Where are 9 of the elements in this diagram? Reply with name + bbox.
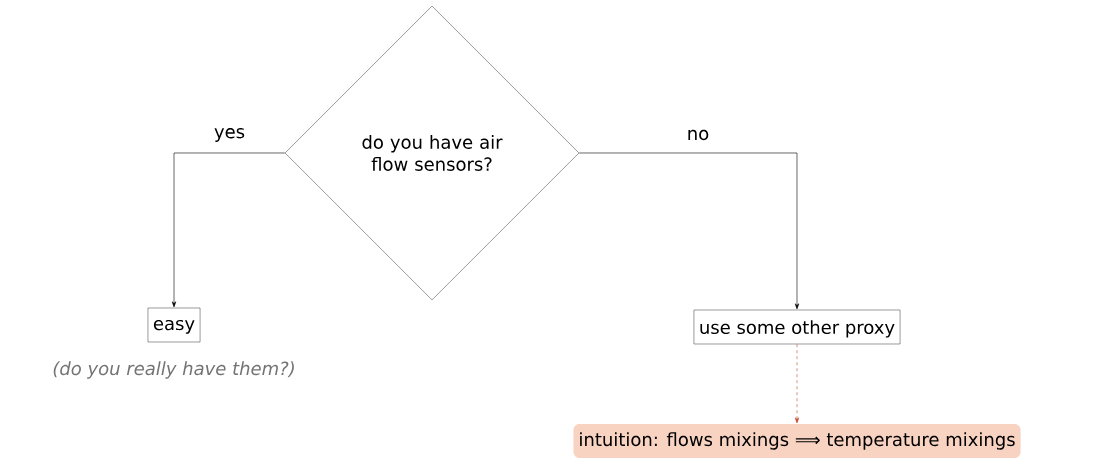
process-box: use some other proxy <box>693 309 901 345</box>
arrow <box>171 152 286 308</box>
process-box: easy <box>147 307 201 343</box>
arrow <box>578 152 800 310</box>
edge-label: no <box>685 128 711 142</box>
highlight-box: intuition: flows mixings ⟹ temperature mixings <box>573 424 1021 458</box>
arrow <box>794 343 800 424</box>
edge-label: yes <box>212 127 247 143</box>
annotation-text: (do you really have them?) <box>53 361 294 379</box>
